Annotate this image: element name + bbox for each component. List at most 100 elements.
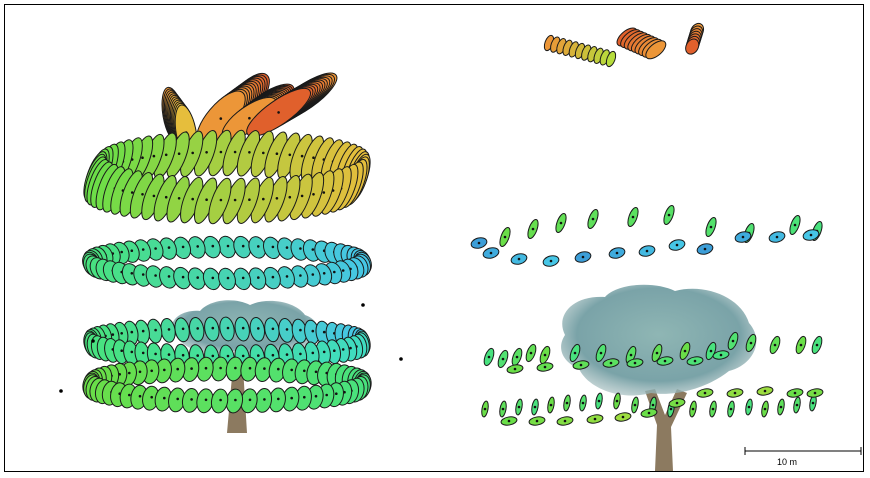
ellipse-center-dot <box>478 242 481 245</box>
ellipse-center-dot <box>750 342 753 345</box>
ellipse-center-dot <box>277 368 280 371</box>
ellipse-center-dot <box>652 404 655 407</box>
ellipse-center-dot <box>257 354 260 357</box>
right-top-stacks <box>543 21 707 68</box>
ellipse-center-dot <box>178 197 181 200</box>
ellipse-center-dot <box>290 369 293 372</box>
right-tree <box>561 285 756 471</box>
ellipse-center-dot <box>139 371 142 374</box>
ellipse-center-dot <box>710 350 713 353</box>
ellipse-center-dot <box>178 152 181 155</box>
ellipse-center-dot <box>248 117 251 120</box>
right-tree-canopy <box>561 285 756 396</box>
right-layer-1 <box>470 204 824 268</box>
ellipse-center-dot <box>263 398 266 401</box>
ellipse-center-dot <box>154 247 157 250</box>
ellipse-center-dot <box>142 330 145 333</box>
ellipse-center-dot <box>312 156 315 159</box>
ellipse-center-dot <box>582 256 585 259</box>
ellipse-center-dot <box>732 340 735 343</box>
ellipse-center-dot <box>272 354 275 357</box>
ellipse-center-dot <box>128 394 131 397</box>
ellipse-center-dot <box>289 196 292 199</box>
ellipse-center-dot <box>664 360 667 363</box>
ellipse-center-dot <box>131 351 134 354</box>
ellipse-center-dot <box>165 196 168 199</box>
ellipse-center-dot <box>592 218 595 221</box>
ellipse-center-dot <box>205 399 208 402</box>
ellipse-center-dot <box>315 395 318 398</box>
ellipse-center-dot <box>277 398 280 401</box>
ellipse-center-dot <box>742 236 745 239</box>
ellipse-center-dot <box>312 248 315 251</box>
ellipse-center-dot <box>488 356 491 359</box>
ellipse-center-dot <box>219 399 222 402</box>
ellipse-center-dot <box>286 246 289 249</box>
ellipse-center-dot <box>212 245 215 248</box>
ellipse-glyph <box>216 266 239 292</box>
ellipse-center-dot <box>325 394 328 397</box>
ellipse-center-dot <box>227 355 230 358</box>
ellipse-center-dot <box>810 234 813 237</box>
ellipse-center-dot <box>120 349 123 352</box>
ellipse-center-dot <box>168 353 171 356</box>
ellipse-center-dot <box>150 370 153 373</box>
ellipse-center-dot <box>165 154 168 157</box>
ellipse-center-dot <box>141 156 144 159</box>
ellipse-center-dot <box>168 328 171 331</box>
ellipse-center-dot <box>234 199 237 202</box>
ellipse-center-dot <box>598 400 601 403</box>
ellipse-center-dot <box>634 362 637 365</box>
left-layer-4 <box>81 356 373 414</box>
ellipse-center-dot <box>196 245 199 248</box>
ellipse-center-dot <box>249 367 252 370</box>
ellipse-center-dot <box>242 355 245 358</box>
ellipse-center-dot <box>532 228 535 231</box>
ellipse-center-dot <box>312 352 315 355</box>
ellipse-center-dot <box>276 152 279 155</box>
ellipse-center-dot <box>176 368 179 371</box>
ellipse-center-dot <box>227 327 230 330</box>
ellipse-center-dot <box>163 397 166 400</box>
ellipse-center-dot <box>323 191 326 194</box>
ellipse-center-dot <box>120 251 123 254</box>
ellipse-glyph <box>210 388 230 414</box>
ellipse-center-dot <box>220 117 223 120</box>
ellipse-center-dot <box>154 274 157 277</box>
ellipse-center-dot <box>634 404 637 407</box>
ellipse-center-dot <box>630 354 633 357</box>
ellipse-center-dot <box>600 352 603 355</box>
left-layer-2 <box>80 234 375 292</box>
ellipse-center-dot <box>196 327 199 330</box>
ellipse-center-dot <box>704 392 707 395</box>
ellipse-center-dot <box>312 330 315 333</box>
ellipse-center-dot <box>212 355 215 358</box>
ellipse-center-dot <box>112 333 115 336</box>
ellipse-center-dot <box>234 367 237 370</box>
ellipse-center-dot <box>205 198 208 201</box>
ellipse-center-dot <box>550 260 553 263</box>
ellipse-center-dot <box>176 398 179 401</box>
ellipse-center-dot <box>536 420 539 423</box>
ellipse-center-dot <box>303 396 306 399</box>
ellipse-center-dot <box>227 245 230 248</box>
dot <box>59 389 63 393</box>
ellipse-center-dot <box>794 392 797 395</box>
ellipse-center-dot <box>550 404 553 407</box>
ellipse-center-dot <box>349 347 352 350</box>
ellipse-center-dot <box>299 274 302 277</box>
ellipse-center-dot <box>622 416 625 419</box>
ellipse-center-dot <box>516 356 519 359</box>
ellipse-center-dot <box>582 402 585 405</box>
ellipse-center-dot <box>205 151 208 154</box>
ellipse-center-dot <box>182 354 185 357</box>
ellipse-center-dot <box>544 366 547 369</box>
ellipse-center-dot <box>153 155 156 158</box>
ellipse-center-dot <box>131 331 134 334</box>
ellipse-center-dot <box>648 412 651 415</box>
ellipse-center-dot <box>812 402 815 405</box>
ellipse-center-dot <box>128 372 131 375</box>
ellipse-center-dot <box>580 364 583 367</box>
ellipse-center-dot <box>120 332 123 335</box>
ellipse-center-dot <box>301 155 304 158</box>
